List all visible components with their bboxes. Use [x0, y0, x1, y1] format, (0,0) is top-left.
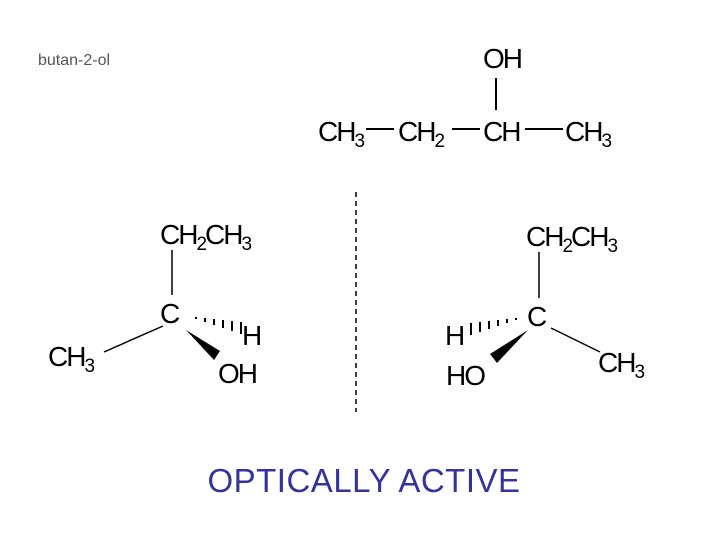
methyl-label: CH3: [598, 347, 644, 383]
hydrogen-label: H: [445, 320, 463, 351]
structural-formula: OH CH3 CH2 CH CH3: [318, 43, 613, 152]
methyl-right-label: CH3: [565, 116, 611, 152]
chiral-carbon-label: C: [160, 298, 180, 329]
hydroxyl-group-label: OH: [483, 43, 521, 74]
methyl-left-label: CH3: [318, 116, 364, 152]
left-enantiomer: CH2CH3 C CH3 H OH: [48, 219, 262, 389]
methyl-label: CH3: [48, 341, 94, 377]
chiral-carbon-label: C: [527, 301, 547, 332]
methine-label: CH: [483, 116, 519, 147]
right-enantiomer: CH2CH3 C CH3 H HO: [445, 221, 646, 391]
hashed-bond-to-h: [195, 317, 242, 334]
wedge-bond-to-ho: [490, 330, 528, 363]
methylene-label: CH2: [398, 116, 444, 152]
optically-active-heading: OPTICALLY ACTIVE: [207, 462, 521, 499]
hydroxyl-label: HO: [446, 360, 485, 391]
wedge-bond-to-oh: [186, 330, 220, 360]
ethyl-group-label: CH2CH3: [160, 219, 251, 255]
bond-c-methyl: [103, 325, 164, 353]
compound-name-caption: butan-2-ol: [38, 52, 111, 69]
ethyl-group-label: CH2CH3: [526, 221, 617, 257]
hydrogen-label: H: [242, 320, 260, 351]
hashed-bond-to-h: [470, 318, 517, 335]
bond-c-methyl: [550, 327, 601, 353]
hydroxyl-label: OH: [218, 358, 256, 389]
